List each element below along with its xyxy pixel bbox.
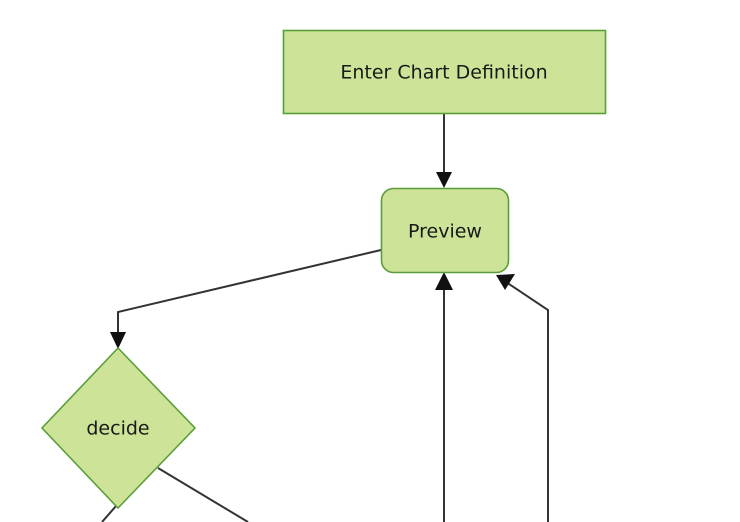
edge-line [101, 505, 117, 522]
node-label: Preview [408, 221, 482, 243]
arrowhead-icon [435, 272, 453, 290]
node-decide[interactable]: decide [40, 346, 197, 510]
edge-preview-to-decide[interactable] [110, 249, 382, 349]
node-label: decide [86, 418, 149, 440]
node-label: Enter Chart Definition [340, 62, 547, 84]
edge-line [505, 281, 549, 522]
edge-decide-out-left[interactable] [101, 505, 117, 522]
edge-enter-to-preview[interactable] [436, 114, 452, 188]
node-preview[interactable]: Preview [380, 187, 510, 274]
edge-return-center-to-preview[interactable] [435, 272, 453, 522]
arrowhead-icon [110, 332, 126, 349]
node-enter-chart-definition[interactable]: Enter Chart Definition [282, 29, 607, 115]
arrowhead-icon [496, 274, 515, 290]
arrowhead-icon [436, 172, 452, 188]
edge-return-right-to-preview[interactable] [496, 274, 549, 522]
node-rectangle-shape [282, 29, 607, 115]
node-rounded-rectangle-shape [380, 187, 510, 274]
edge-line [157, 467, 249, 522]
node-diamond-shape [40, 346, 197, 510]
node-layer: Enter Chart Definition Preview decide [40, 29, 607, 510]
edge-line [117, 249, 382, 340]
edge-decide-out-right[interactable] [157, 467, 249, 522]
edge-layer [101, 114, 549, 522]
